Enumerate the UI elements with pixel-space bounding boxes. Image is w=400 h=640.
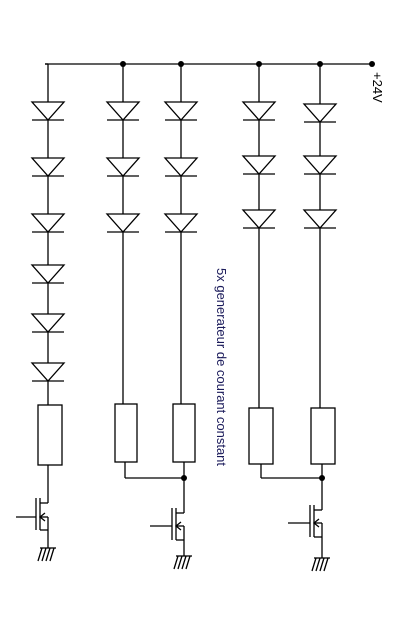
diode-icon (163, 213, 199, 233)
resistor-icon (310, 407, 336, 465)
mosfet-icon (150, 508, 185, 556)
led-string-5 (302, 64, 338, 478)
diode-icon (241, 101, 277, 121)
resistor-icon (114, 403, 138, 463)
resistor-icon (248, 407, 274, 465)
diode-icon (302, 209, 338, 229)
led-string-3 (163, 64, 199, 478)
diode-icon (30, 213, 66, 233)
ground-icon (37, 547, 56, 562)
diode-icon (163, 101, 199, 121)
diode-icon (30, 362, 66, 382)
circuit-note-label: 5x generateur de courant constant (214, 268, 229, 466)
diode-icon (105, 101, 141, 121)
led-string-2 (105, 64, 141, 478)
diode-icon (30, 313, 66, 333)
diode-icon (302, 155, 338, 175)
led-string-4 (241, 64, 277, 478)
diode-icon (30, 157, 66, 177)
supply-terminal (369, 61, 375, 67)
mosfet-icon (16, 498, 49, 548)
diode-icon (30, 264, 66, 284)
mosfet-icon (288, 505, 323, 558)
diode-icon (302, 103, 338, 123)
ground-icon (311, 557, 330, 572)
diode-icon (163, 157, 199, 177)
diode-icon (241, 209, 277, 229)
resistor-icon (37, 404, 63, 466)
diode-icon (241, 155, 277, 175)
led-string-1 (16, 63, 66, 562)
resistor-icon (172, 403, 196, 463)
ground-icon (173, 555, 192, 570)
supply-voltage-label: +24V (370, 72, 385, 103)
diode-icon (105, 213, 141, 233)
diode-icon (30, 101, 66, 121)
diode-icon (105, 157, 141, 177)
